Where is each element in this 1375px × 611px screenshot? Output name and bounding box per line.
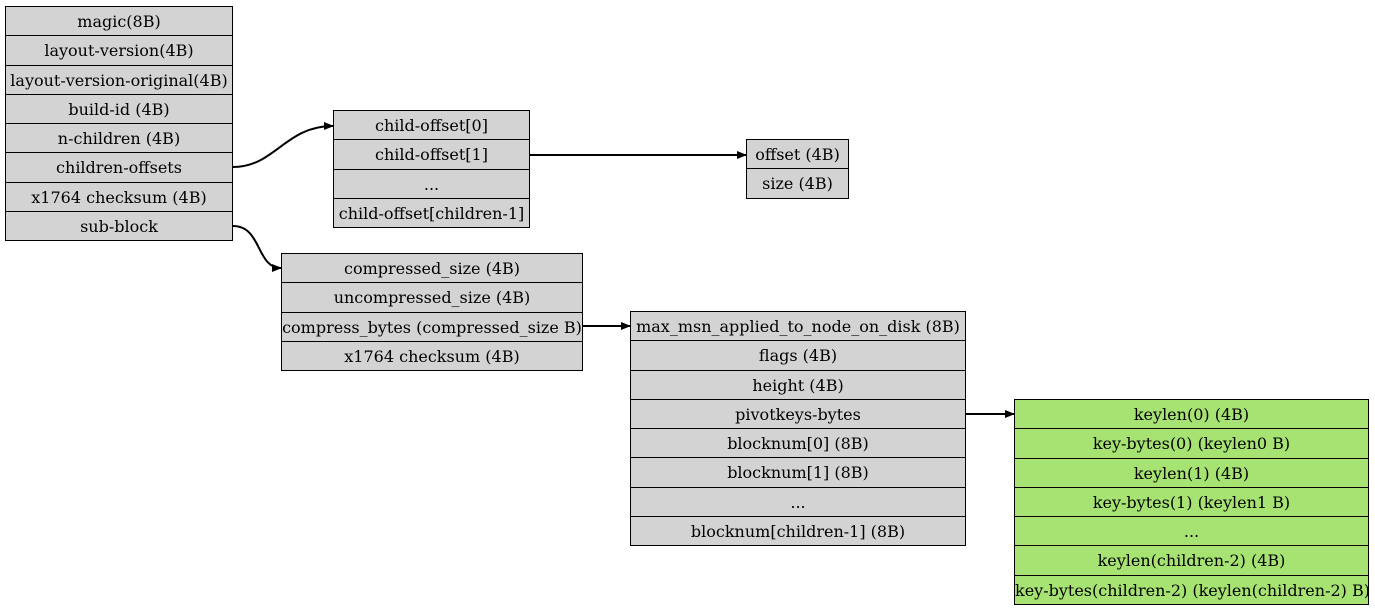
field-key-bytes-0: key-bytes(0) (keylen0 B) xyxy=(1015,429,1368,459)
field-blocknum-ellipsis: ... xyxy=(631,488,965,518)
field-compressed-size: compressed_size (4B) xyxy=(282,254,582,284)
field-build-id: build-id (4B) xyxy=(6,95,232,125)
field-blocknum-1: blocknum[1] (8B) xyxy=(631,458,965,488)
field-pivotkeys-bytes: pivotkeys-bytes xyxy=(631,400,965,430)
field-layout-version: layout-version(4B) xyxy=(6,36,232,66)
field-flags: flags (4B) xyxy=(631,341,965,371)
field-keylen-1: keylen(1) (4B) xyxy=(1015,459,1368,488)
field-n-children: n-children (4B) xyxy=(6,124,232,154)
field-compress-bytes: compress_bytes (compressed_size B) xyxy=(282,313,582,342)
field-pivot-ellipsis: ... xyxy=(1015,517,1368,547)
child-offsets-record: child-offset[0] child-offset[1] ... chil… xyxy=(333,110,530,228)
field-x1764-checksum: x1764 checksum (4B) xyxy=(6,183,232,213)
field-offset: offset (4B) xyxy=(747,140,848,170)
field-child-offset-ellipsis: ... xyxy=(334,170,529,199)
sub-block-record: compressed_size (4B) uncompressed_size (… xyxy=(281,253,583,371)
field-child-offset-last: child-offset[children-1] xyxy=(338,203,525,223)
edge-sub-block-to-compressed-size xyxy=(232,225,282,272)
field-blocknum-last: blocknum[children-1] (8B) xyxy=(690,522,906,542)
field-children-offsets: children-offsets xyxy=(6,153,232,183)
field-layout-version-original: layout-version-original(4B) xyxy=(6,66,232,95)
field-keylen-0: keylen(0) (4B) xyxy=(1015,400,1368,430)
edge-children-offsets-to-child-offsets xyxy=(232,122,334,168)
field-child-offset-0: child-offset[0] xyxy=(334,111,529,141)
field-max-msn: max_msn_applied_to_node_on_disk (8B) xyxy=(631,312,965,342)
field-size: size (4B) xyxy=(762,174,833,194)
field-keylen-last: keylen(children-2) (4B) xyxy=(1015,546,1368,576)
field-child-offset-1: child-offset[1] xyxy=(334,140,529,170)
offset-size-record: offset (4B) size (4B) xyxy=(746,139,849,199)
field-sub-block-checksum: x1764 checksum (4B) xyxy=(344,346,520,366)
field-key-bytes-1: key-bytes(1) (keylen1 B) xyxy=(1015,488,1368,518)
field-sub-block: sub-block xyxy=(80,217,158,237)
header-record: magic(8B) layout-version(4B) layout-vers… xyxy=(5,6,233,241)
field-blocknum-0: blocknum[0] (8B) xyxy=(631,429,965,459)
field-height: height (4B) xyxy=(631,371,965,400)
node-record: max_msn_applied_to_node_on_disk (8B) fla… xyxy=(630,311,966,546)
field-magic: magic(8B) xyxy=(6,7,232,37)
field-uncompressed-size: uncompressed_size (4B) xyxy=(282,283,582,313)
field-key-bytes-last: key-bytes(children-2) (keylen(children-2… xyxy=(1015,580,1370,600)
pivot-keys-record: keylen(0) (4B) key-bytes(0) (keylen0 B) … xyxy=(1014,399,1370,605)
